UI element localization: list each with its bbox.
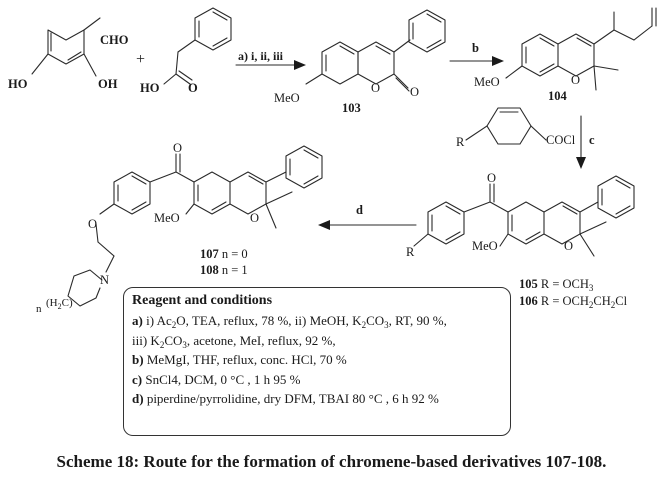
step-b-label: b xyxy=(472,41,479,55)
structure-107-108: O N (H2C) n MeO O O xyxy=(36,141,323,315)
arrow-step-c: c xyxy=(576,115,595,169)
step-d-label: d xyxy=(356,203,363,217)
plus-sign: + xyxy=(136,51,145,68)
condition-step-label: c) xyxy=(132,371,143,387)
reagent-r-label: R xyxy=(456,135,465,149)
condition-line: d) piperdine/pyrrolidine, dry DFM, TBAI … xyxy=(132,389,510,409)
meo-107: MeO xyxy=(154,211,180,225)
ring-o-105: O xyxy=(564,239,573,253)
structure-105-106: R MeO O O xyxy=(406,171,635,259)
conditions-title: Reagent and conditions xyxy=(132,293,273,308)
compound-label-106: 106 R = OCH2CH2Cl xyxy=(519,294,628,310)
meo-105: MeO xyxy=(472,239,498,253)
ch2-label-107: (H2C) xyxy=(46,297,73,311)
compound-id-104: 104 xyxy=(548,89,568,103)
structure-phenylacetic-acid: HO O xyxy=(140,7,232,95)
ring-o-103: O xyxy=(371,81,380,95)
reagents-conditions-box: Reagent and conditions a) i) Ac2O, TEA, … xyxy=(123,287,511,436)
ring-o-107: O xyxy=(250,211,259,225)
cho-label: CHO xyxy=(100,33,129,47)
arrow-step-d: d xyxy=(318,203,417,230)
reagent-cocl-label: COCl xyxy=(546,133,576,147)
carbonyl-o-105: O xyxy=(487,171,496,185)
arrow-step-a: a) i, ii, iii xyxy=(235,49,306,70)
step-c-label: c xyxy=(589,133,595,147)
condition-text: i) Ac2O, TEA, reflux, 78 %, ii) MeOH, K2… xyxy=(142,313,447,330)
meo-104: MeO xyxy=(474,75,500,89)
carbonyl-o-103: O xyxy=(410,85,419,99)
reaction-scheme: CHO HO OH + HO O a) i, ii, iii xyxy=(8,7,657,315)
ho-label: HO xyxy=(8,77,28,91)
ether-o-107: O xyxy=(88,217,97,231)
condition-line: iii) K2CO3, acetone, MeI, reflux, 92 %, xyxy=(132,331,510,351)
arrow-step-b: b xyxy=(449,41,504,66)
condition-line: a) i) Ac2O, TEA, reflux, 78 %, ii) MeOH,… xyxy=(132,311,510,331)
condition-step-label: d) xyxy=(132,391,144,406)
conditions-list: a) i) Ac2O, TEA, reflux, 78 %, ii) MeOH,… xyxy=(132,311,510,409)
condition-text: piperdine/pyrrolidine, dry DFM, TBAI 80 … xyxy=(143,391,439,406)
condition-line: c) SnCl4, DCM, 0 °C , 1 h 95 % xyxy=(132,370,510,390)
compound-id-103: 103 xyxy=(342,101,361,115)
piperidine-n-107: N xyxy=(100,273,109,287)
r-label-105: R xyxy=(406,245,415,259)
meo-103: MeO xyxy=(274,91,300,105)
compound-label-107: 107 n = 0 xyxy=(200,247,248,261)
acid-o-label: O xyxy=(188,81,198,95)
condition-line: b) MeMgI, THF, reflux, conc. HCl, 70 % xyxy=(132,350,510,370)
condition-text: iii) K2CO3, acetone, MeI, reflux, 92 %, xyxy=(132,332,336,350)
n-index-107: n xyxy=(36,303,42,315)
oh-label: OH xyxy=(98,77,118,91)
compound-label-108: 108 n = 1 xyxy=(200,263,248,277)
carbonyl-o-107: O xyxy=(173,141,182,155)
condition-step-label: a) xyxy=(132,313,143,328)
structure-dihydroxybenzaldehyde: CHO HO OH xyxy=(8,17,129,91)
condition-text: MeMgI, THF, reflux, conc. HCl, 70 % xyxy=(143,352,347,367)
acid-ho-label: HO xyxy=(140,81,160,95)
ring-o-104: O xyxy=(571,73,580,87)
scheme-caption: Scheme 18: Route for the formation of ch… xyxy=(56,452,607,471)
condition-step-label: b) xyxy=(132,352,144,367)
compound-labels-107-108: 107 n = 0 108 n = 1 xyxy=(200,247,248,277)
structure-104: MeO O 104 xyxy=(474,7,657,103)
compound-label-105: 105 R = OCH3 xyxy=(519,277,594,293)
condition-text: SnCl4, DCM, 0 °C , 1 h 95 % xyxy=(142,371,301,387)
compound-labels-105-106: 105 R = OCH3 106 R = OCH2CH2Cl xyxy=(519,277,628,310)
structure-acyl-chloride: R COCl xyxy=(456,107,576,149)
step-a-label: a) i, ii, iii xyxy=(238,49,284,63)
structure-103: MeO O O 103 xyxy=(274,9,446,115)
